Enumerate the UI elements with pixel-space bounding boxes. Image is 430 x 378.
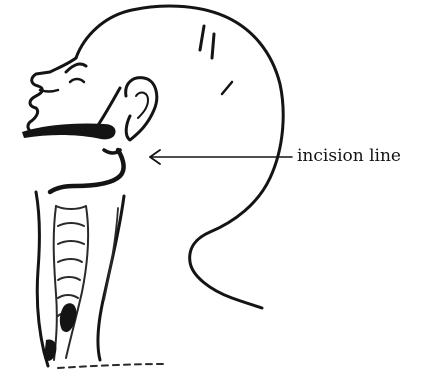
muscle-stroke [104, 208, 118, 300]
lip-mark [40, 90, 58, 92]
trachea-outline [56, 206, 88, 358]
trachea-ring [58, 277, 80, 280]
incision-line [50, 150, 124, 192]
hair-stroke-3 [222, 82, 232, 94]
hair-stroke-2 [212, 34, 214, 58]
jaw-underside [22, 123, 116, 139]
ear-inner [136, 93, 148, 118]
ear [126, 78, 157, 140]
cheek-line [96, 88, 120, 128]
trachea-ring [58, 259, 82, 262]
hair-stroke-1 [200, 26, 204, 50]
neck-back [98, 196, 124, 360]
trachea-ring [58, 295, 78, 298]
incision-hook [104, 150, 120, 153]
trachea-outline-left [54, 206, 57, 360]
eyebrow-mark [66, 64, 86, 72]
eye-mark [70, 79, 84, 82]
trachea-ring [58, 241, 84, 244]
incision-label: incision line [297, 146, 401, 166]
trachea-ring [58, 223, 84, 226]
base-dashes [58, 364, 164, 368]
neck-front [36, 192, 48, 366]
